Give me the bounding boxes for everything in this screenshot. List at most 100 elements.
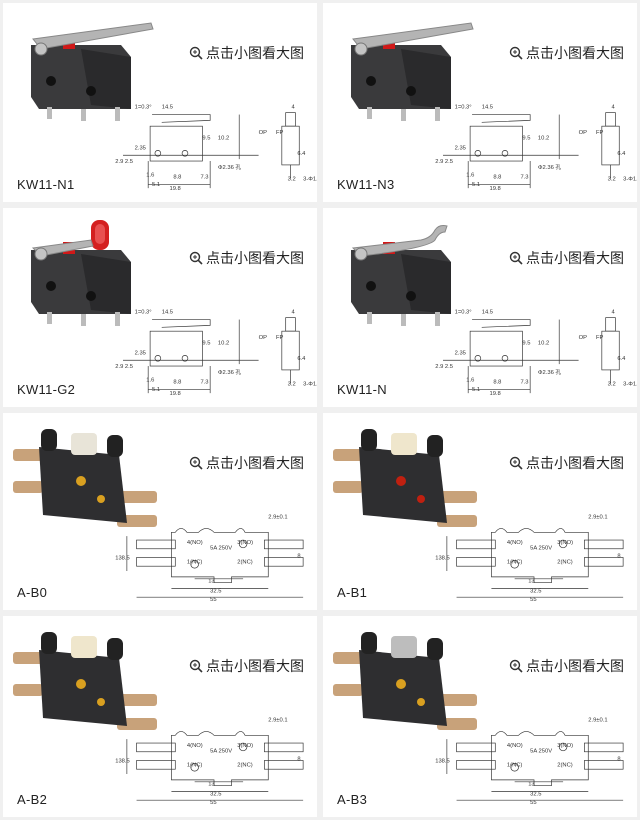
dimension-label: 1=0.3° <box>135 105 152 111</box>
dimension-label: Φ2.36 孔 <box>218 368 242 376</box>
dimension-label: 1=0.3° <box>455 310 472 316</box>
dimension-label: 2(NC) <box>237 559 253 565</box>
dimension-label: 2(NC) <box>237 762 253 768</box>
dimension-label: 1(NC) <box>187 559 203 565</box>
product-model-label: KW11-N <box>337 382 387 397</box>
dimension-label: 3.2 <box>608 381 616 387</box>
view-large-image-link[interactable]: 点击小图看大图 <box>189 453 304 473</box>
dimension-label: 4(NO) <box>187 743 203 749</box>
zoom-in-icon <box>189 659 203 673</box>
dimension-label: 2.35 <box>455 145 466 151</box>
view-large-image-text: 点击小图看大图 <box>206 658 304 674</box>
dimension-label: 8.8 <box>173 174 181 180</box>
dimension-label: 5A 250V <box>210 546 232 552</box>
dimension-label: 19.8 <box>169 391 180 397</box>
dimension-label: 10.2 <box>218 136 229 142</box>
dimension-label: Φ2.36 孔 <box>538 368 562 376</box>
dimension-label: 55 <box>210 800 216 806</box>
switch-photo[interactable] <box>331 214 481 334</box>
switch-photo[interactable] <box>331 419 481 539</box>
view-large-image-text: 点击小图看大图 <box>526 455 624 471</box>
switch-photo[interactable] <box>11 419 161 539</box>
view-large-image-link[interactable]: 点击小图看大图 <box>509 43 624 63</box>
dimension-label: 55 <box>530 597 536 603</box>
view-large-image-link[interactable]: 点击小图看大图 <box>509 656 624 676</box>
dimension-label: 5.1 <box>472 387 480 393</box>
dimension-label: 1.6 <box>146 378 154 384</box>
dimension-label: 32.5 <box>530 588 541 594</box>
switch-photo[interactable] <box>331 9 481 129</box>
dimension-label: 4(NO) <box>507 540 523 546</box>
dimension-label: 1.6 <box>466 378 474 384</box>
dimension-label: 5A 250V <box>210 749 232 755</box>
dimension-drawing: 2.9±0.14(NO)3(NO)1(NC)2(NC)5A 250V1332.5… <box>115 718 304 806</box>
dimension-label: 4(NO) <box>507 743 523 749</box>
view-large-image-link[interactable]: 点击小图看大图 <box>189 656 304 676</box>
product-model-label: A-B2 <box>17 792 48 807</box>
dimension-label: 32.5 <box>530 791 541 797</box>
dimension-drawing: 2.9±0.14(NO)3(NO)1(NC)2(NC)5A 250V1332.5… <box>435 718 624 806</box>
dimension-label: 2.5 <box>125 159 133 165</box>
dimension-label: 3(NO) <box>557 743 573 749</box>
product-model-label: KW11-N3 <box>337 177 395 192</box>
dimension-label: 2.9±0.1 <box>268 718 287 724</box>
switch-photo[interactable] <box>11 9 161 129</box>
view-large-image-link[interactable]: 点击小图看大图 <box>189 43 304 63</box>
dimension-label: 2(NC) <box>557 559 573 565</box>
dimension-label: 6.4 <box>617 151 626 157</box>
view-large-image-text: 点击小图看大图 <box>526 250 624 266</box>
dimension-label: 2.35 <box>135 350 146 356</box>
dimension-label: 14.5 <box>162 310 173 316</box>
dimension-label: 2(NC) <box>557 762 573 768</box>
dimension-label: 2.5 <box>445 364 453 370</box>
view-large-image-link[interactable]: 点击小图看大图 <box>509 453 624 473</box>
dimension-label: 3.2 <box>608 176 616 182</box>
dimension-label: 138.5 <box>115 555 130 561</box>
dimension-label: 55 <box>530 800 536 806</box>
dimension-label: 6.4 <box>617 356 626 362</box>
view-large-image-link[interactable]: 点击小图看大图 <box>189 248 304 268</box>
dimension-label: 3.2 <box>288 381 296 387</box>
dimension-label: 1=0.3° <box>455 105 472 111</box>
switch-photo[interactable] <box>11 622 161 742</box>
dimension-label: 1=0.3° <box>135 310 152 316</box>
dimension-label: FP <box>276 130 284 136</box>
dimension-label: OP <box>259 130 268 136</box>
switch-photo[interactable] <box>331 622 481 742</box>
dimension-label: 1(NC) <box>507 559 523 565</box>
dimension-label: 5.1 <box>152 387 160 393</box>
dimension-label: 9.5 <box>202 341 210 347</box>
view-large-image-link[interactable]: 点击小图看大图 <box>509 248 624 268</box>
dimension-drawing: 2.9±0.14(NO)3(NO)1(NC)2(NC)5A 250V1332.5… <box>435 515 624 603</box>
dimension-label: 5A 250V <box>530 749 552 755</box>
dimension-label: 4 <box>292 310 296 316</box>
dimension-label: 3.2 <box>288 176 296 182</box>
dimension-label: 1(NC) <box>187 762 203 768</box>
dimension-label: 5A 250V <box>530 546 552 552</box>
switch-photo[interactable] <box>11 214 161 334</box>
dimension-label: 19.8 <box>169 186 180 192</box>
dimension-label: 9.5 <box>202 136 210 142</box>
dimension-label: 14.5 <box>482 310 493 316</box>
dimension-label: 3-Φ1.6 <box>303 381 319 387</box>
dimension-label: 3-Φ1.6 <box>623 381 639 387</box>
dimension-label: 13 <box>208 782 214 788</box>
dimension-label: 32.5 <box>210 791 221 797</box>
dimension-label: 2.9±0.1 <box>268 515 287 521</box>
product-model-label: A-B1 <box>337 585 368 600</box>
dimension-label: 138.5 <box>435 555 450 561</box>
dimension-label: 14.5 <box>162 105 173 111</box>
dimension-label: 2.9±0.1 <box>588 515 607 521</box>
dimension-label: 8 <box>297 756 300 762</box>
dimension-label: 8 <box>297 553 300 559</box>
dimension-label: 4(NO) <box>187 540 203 546</box>
dimension-label: 138.5 <box>115 758 130 764</box>
view-large-image-text: 点击小图看大图 <box>206 45 304 61</box>
dimension-label: 4 <box>292 105 296 111</box>
dimension-label: 10.2 <box>538 136 549 142</box>
